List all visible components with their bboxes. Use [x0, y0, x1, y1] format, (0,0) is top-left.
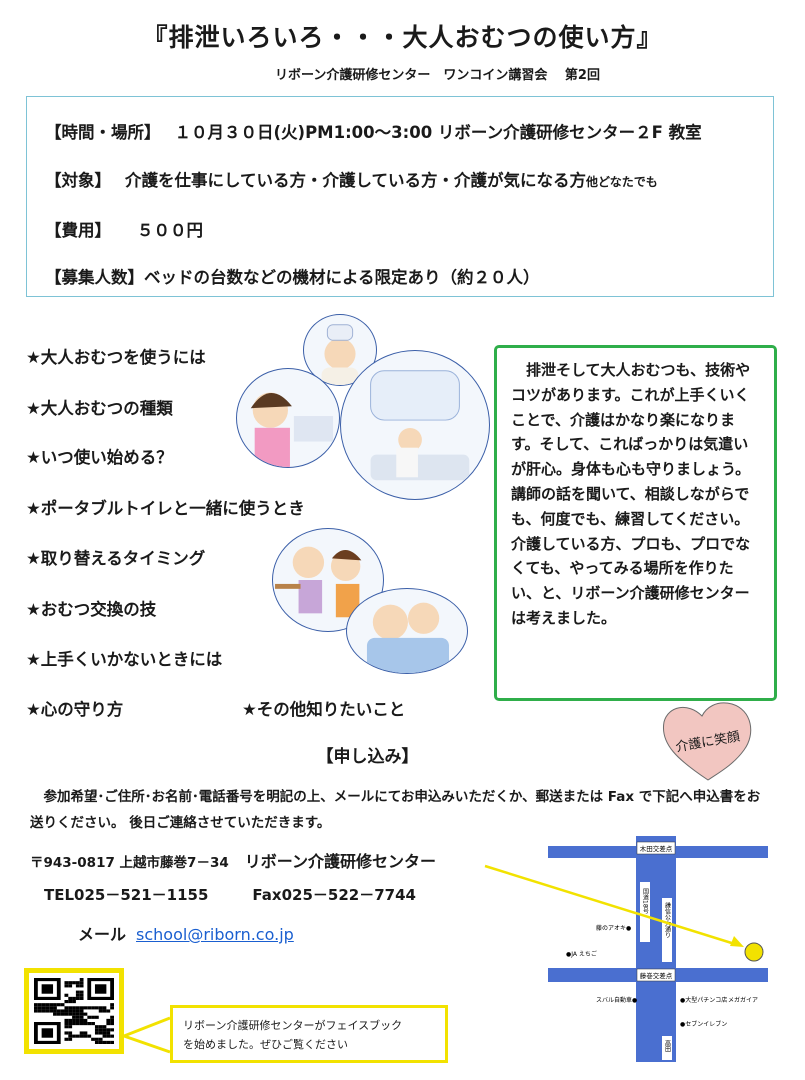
apply-heading: 【申し込み】 — [316, 747, 419, 767]
facebook-notice-line: を始めました。ぜひご覧ください — [183, 1038, 348, 1051]
facebook-notice-line: リボーン介護研修センターがフェイスブック — [183, 1019, 403, 1032]
message-paragraph: 講師の話を聞いて、相談しながらでも、何度でも、練習してください。 — [511, 484, 750, 528]
telephone-number: TEL025－521－1155 — [44, 886, 209, 904]
page-title: 『排泄いろいろ・・・大人おむつの使い方』 — [142, 23, 663, 52]
fax-number: Fax025－522－7744 — [252, 886, 416, 904]
access-map: 木田交差点 藤巻交差点 国道18号 謙信公大通り 高田 ●JA えちご 藤のアオ… — [548, 836, 768, 1062]
topic-item: ★心の守り方 — [26, 700, 124, 719]
map-intersection-box — [636, 968, 676, 982]
info-time-tag: 【時間・場所】 — [45, 123, 161, 142]
elderly-illustration — [303, 314, 377, 386]
heart-icon — [662, 702, 752, 781]
subtitle: リボーン介護研修センター ワンコイン講習会 第2回 — [275, 68, 600, 83]
topic-item: ★ポータブルトイレと一緒に使うとき — [26, 499, 305, 518]
phone-line: TEL025－521－1155 Fax025－522－7744 — [44, 884, 416, 905]
email-line: メール school@riborn.co.jp — [78, 921, 294, 945]
info-fee-tag: 【費用】 — [45, 221, 111, 240]
organization-name: リボーン介護研修センター — [244, 852, 436, 871]
info-capacity-tag: 【募集人数】 — [45, 268, 144, 287]
map-label-place: ●セブンイレブン — [680, 1020, 727, 1028]
map-label-place: メガガイア — [728, 996, 758, 1004]
map-label-place: ●大型パチンコ店 — [680, 996, 727, 1004]
topic-item: ★大人おむつの種類 — [26, 399, 173, 418]
info-time-line: 【時間・場所】 １０月３０日(火)PM1:00～3:00 リボーン介護研修センター… — [45, 119, 702, 143]
topic-item: ★上手くいかないときには — [26, 650, 223, 669]
info-fee-value: ５００円 — [137, 221, 203, 240]
hug-illustration — [346, 588, 468, 674]
info-target-tag: 【対象】 — [45, 171, 111, 190]
info-target-extra: 他どなたでも — [586, 175, 658, 189]
topic-item: ★おむつ交換の技 — [26, 600, 157, 619]
map-label-place: スバル自動車● — [596, 996, 637, 1004]
email-link[interactable]: school@riborn.co.jp — [136, 925, 294, 944]
location-marker-icon — [744, 942, 764, 962]
qr-pointer-icon — [123, 1016, 171, 1038]
map-label-place: ●JA えちご — [566, 950, 597, 958]
message-box: 排泄そして大人おむつも、技術やコツがあります。これが上手くいくことで、介護はかな… — [494, 345, 777, 701]
address-line: 〒943-0817 上越市藤巻7－34 リボーン介護研修センター — [30, 848, 436, 872]
topic-item: ★いつ使い始める？ — [26, 448, 173, 467]
topic-item: ★大人おむつを使うには — [26, 348, 206, 367]
map-label-bottom-intersection: 藤巻交差点 — [640, 971, 673, 980]
map-label-road-south: 高田 — [664, 1039, 671, 1053]
map-label-road-2: 謙信公大通り — [664, 901, 671, 938]
apply-instructions: 参加希望･ご住所･お名前･電話番号を明記の上、メールにてお申込みいただくか、郵送… — [30, 789, 761, 831]
caregiver-illustration — [236, 368, 340, 468]
topic-item-extra: ★その他知りたいこと — [242, 700, 406, 719]
info-time-value: １０月３０日(火)PM1:00～3:00 リボーン介護研修センター２F 教室 — [174, 123, 702, 142]
info-box: 【時間・場所】 １０月３０日(火)PM1:00～3:00 リボーン介護研修センター… — [26, 96, 774, 297]
map-road-label-bg — [662, 1036, 672, 1060]
map-label-place: 藤のアオキ● — [596, 924, 631, 932]
message-paragraph: 排泄そして大人おむつも、技術やコツがあります。これが上手くいくことで、介護はかな… — [511, 361, 751, 479]
map-intersection-box — [636, 841, 676, 855]
qr-pointer-icon — [123, 1034, 171, 1054]
info-fee-line: 【費用】 ５００円 — [45, 217, 203, 241]
message-paragraph: 介護している方、プロも、プロでなくても、やってみる場所を作りたい、と、リボーン介… — [511, 534, 751, 627]
map-label-top-intersection: 木田交差点 — [640, 844, 673, 853]
qr-code[interactable] — [24, 968, 124, 1054]
info-capacity-value: ベッドの台数などの機材による限定あり（約２０人） — [144, 268, 540, 287]
info-capacity-line: 【募集人数】ベッドの台数などの機材による限定あり（約２０人） — [45, 264, 540, 288]
facebook-notice: リボーン介護研修センターがフェイスブック を始めました。ぜひご覧ください — [170, 1005, 448, 1063]
diaper-change-illustration — [340, 350, 490, 500]
map-label-road-1: 国道18号 — [642, 888, 649, 915]
info-target-line: 【対象】介護を仕事にしている方・介護している方・介護が気になる方他どなたでも — [45, 167, 658, 191]
info-target-value: 介護を仕事にしている方・介護している方・介護が気になる方 — [125, 171, 587, 190]
postal-address: 〒943-0817 上越市藤巻7－34 — [30, 855, 229, 871]
email-label: メール — [78, 925, 127, 944]
qr-code-icon — [34, 978, 114, 1044]
topic-item: ★取り替えるタイミング — [26, 549, 206, 568]
